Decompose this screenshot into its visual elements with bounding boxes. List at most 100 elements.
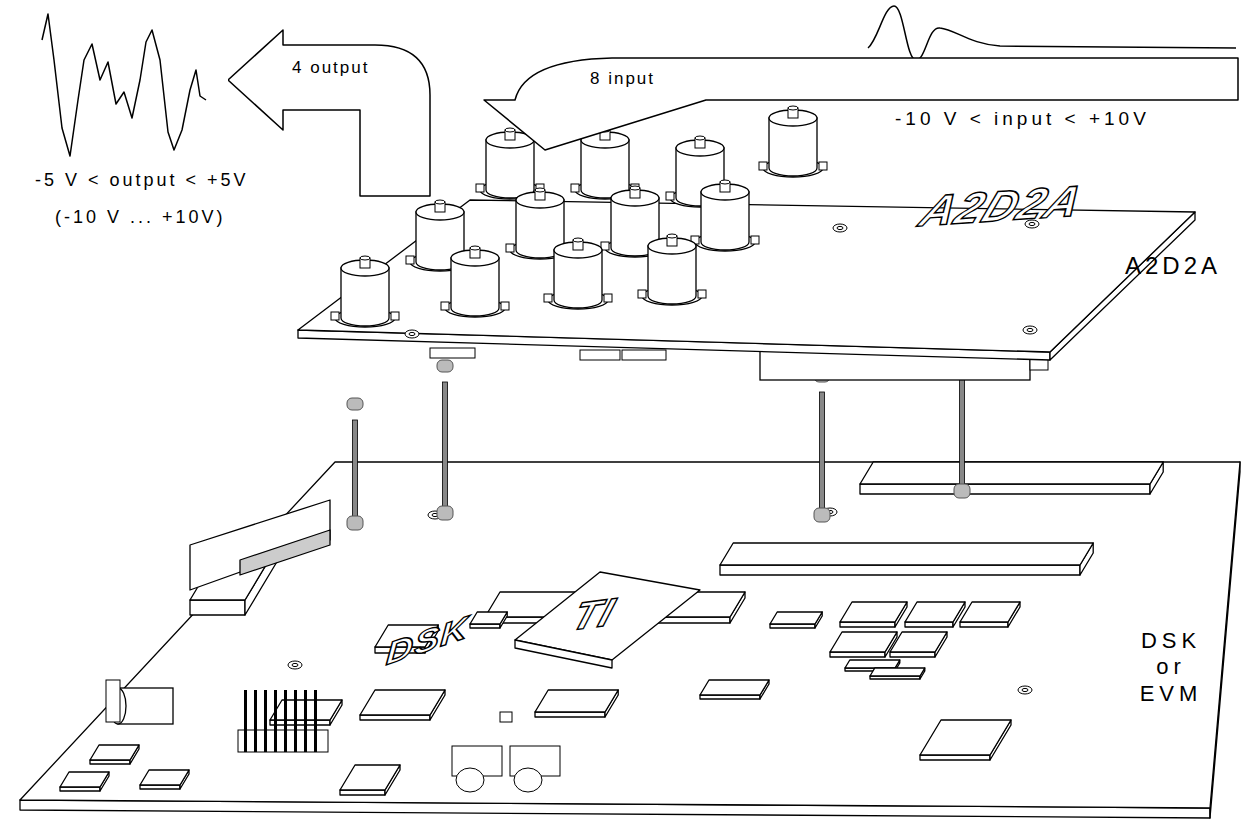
chip-component xyxy=(140,770,189,789)
chip-front xyxy=(535,712,605,717)
bnc-pin-top xyxy=(535,188,545,192)
chip-top xyxy=(830,632,897,652)
bnc-body xyxy=(486,140,534,198)
screw-hole xyxy=(409,332,415,335)
chip-component xyxy=(90,745,139,764)
parallel-port xyxy=(190,500,330,590)
chip-front xyxy=(905,622,953,627)
bnc-pin-top xyxy=(360,256,370,260)
header-pin xyxy=(294,690,297,752)
bnc-tab xyxy=(638,290,646,298)
chip-component xyxy=(890,632,947,657)
output-range: -5 V < output < +5V xyxy=(35,170,249,192)
input-range: -10 V < input < +10V xyxy=(895,108,1150,131)
bnc-pin-top xyxy=(630,186,640,190)
chip-top xyxy=(340,765,400,790)
bnc-pin-top xyxy=(667,234,677,238)
arrow-label: 8 input xyxy=(590,69,655,89)
bnc-connector xyxy=(691,180,759,251)
screw-nut xyxy=(347,516,363,530)
chip-front xyxy=(860,484,1150,494)
standoff-screw xyxy=(437,360,453,520)
dsk-board xyxy=(20,462,1240,818)
block-arrow: 8 input xyxy=(480,55,1241,153)
header-pin xyxy=(274,690,277,752)
screw-hole xyxy=(1023,326,1037,334)
chip-component xyxy=(700,680,769,699)
screw-hole xyxy=(1027,328,1033,331)
screw-shaft xyxy=(820,392,825,512)
chip-component xyxy=(60,772,109,791)
header-pin xyxy=(264,690,267,752)
chip-top xyxy=(890,632,947,652)
bnc-tab xyxy=(751,236,759,244)
chip-component xyxy=(720,543,1093,575)
arrow-shape xyxy=(484,58,1238,150)
chip-front xyxy=(920,755,990,760)
chip-front xyxy=(830,652,885,657)
chip-top xyxy=(860,462,1163,484)
output-waveform xyxy=(42,14,206,156)
screw-hole xyxy=(1018,686,1032,694)
bnc-body xyxy=(554,250,602,308)
a2d2a-board xyxy=(298,106,1195,380)
screw-nut xyxy=(437,360,453,372)
screw-hole xyxy=(405,330,419,338)
bnc-tab xyxy=(506,244,514,252)
bnc-body xyxy=(581,140,629,198)
bnc-tab xyxy=(819,162,827,170)
arrow-outline xyxy=(228,28,433,198)
chip-component xyxy=(830,632,897,657)
header-pin xyxy=(314,690,317,752)
screw-nut xyxy=(437,506,453,520)
bnc-pin-top xyxy=(720,180,730,184)
screw-nut xyxy=(347,398,363,410)
bnc-tab xyxy=(331,312,339,320)
bnc-body xyxy=(341,268,389,326)
input-waveform xyxy=(868,6,1236,60)
screw-hole xyxy=(288,661,302,669)
header-base xyxy=(238,730,328,752)
chip-top xyxy=(840,602,907,622)
chip-component xyxy=(770,612,822,628)
chip-top xyxy=(870,668,925,676)
button-cap xyxy=(456,768,484,792)
screw-nut xyxy=(954,484,970,498)
parallel-port-slot xyxy=(240,530,330,575)
screw-hole xyxy=(1022,688,1028,691)
bnc-tab xyxy=(441,302,449,310)
chip-top xyxy=(700,680,769,695)
screw-hole xyxy=(292,663,298,666)
chip-top xyxy=(960,602,1020,622)
chip-top xyxy=(905,602,965,622)
chip-top xyxy=(470,612,507,624)
bnc-pin-top xyxy=(505,128,515,132)
header-socket xyxy=(430,348,475,358)
dsp-chip-edge xyxy=(515,640,612,668)
led xyxy=(500,712,512,722)
bnc-body xyxy=(648,246,696,304)
bnc-connector xyxy=(759,106,827,177)
board-name: A2D2A xyxy=(1125,252,1221,281)
chip-top xyxy=(535,690,618,712)
bnc-pin-top xyxy=(788,106,798,110)
screw-hole xyxy=(833,224,847,232)
chip-component xyxy=(860,462,1163,494)
output-range-alt: (-10 V ... +10V) xyxy=(55,207,226,229)
board-surface xyxy=(20,462,1240,808)
bnc-tab xyxy=(571,184,579,192)
bnc-connector xyxy=(441,246,509,317)
chip-component xyxy=(960,602,1020,627)
bnc-tab xyxy=(544,294,552,302)
bnc-connector xyxy=(638,234,706,305)
chip-component xyxy=(360,690,445,720)
bnc-tab xyxy=(698,290,706,298)
bnc-tab xyxy=(666,192,674,200)
bnc-tab xyxy=(391,312,399,320)
power-jack-base xyxy=(106,680,120,722)
header-socket xyxy=(622,350,666,360)
screw-nut xyxy=(814,508,830,522)
standoff-screw xyxy=(347,398,363,530)
chip-top xyxy=(720,543,1093,565)
